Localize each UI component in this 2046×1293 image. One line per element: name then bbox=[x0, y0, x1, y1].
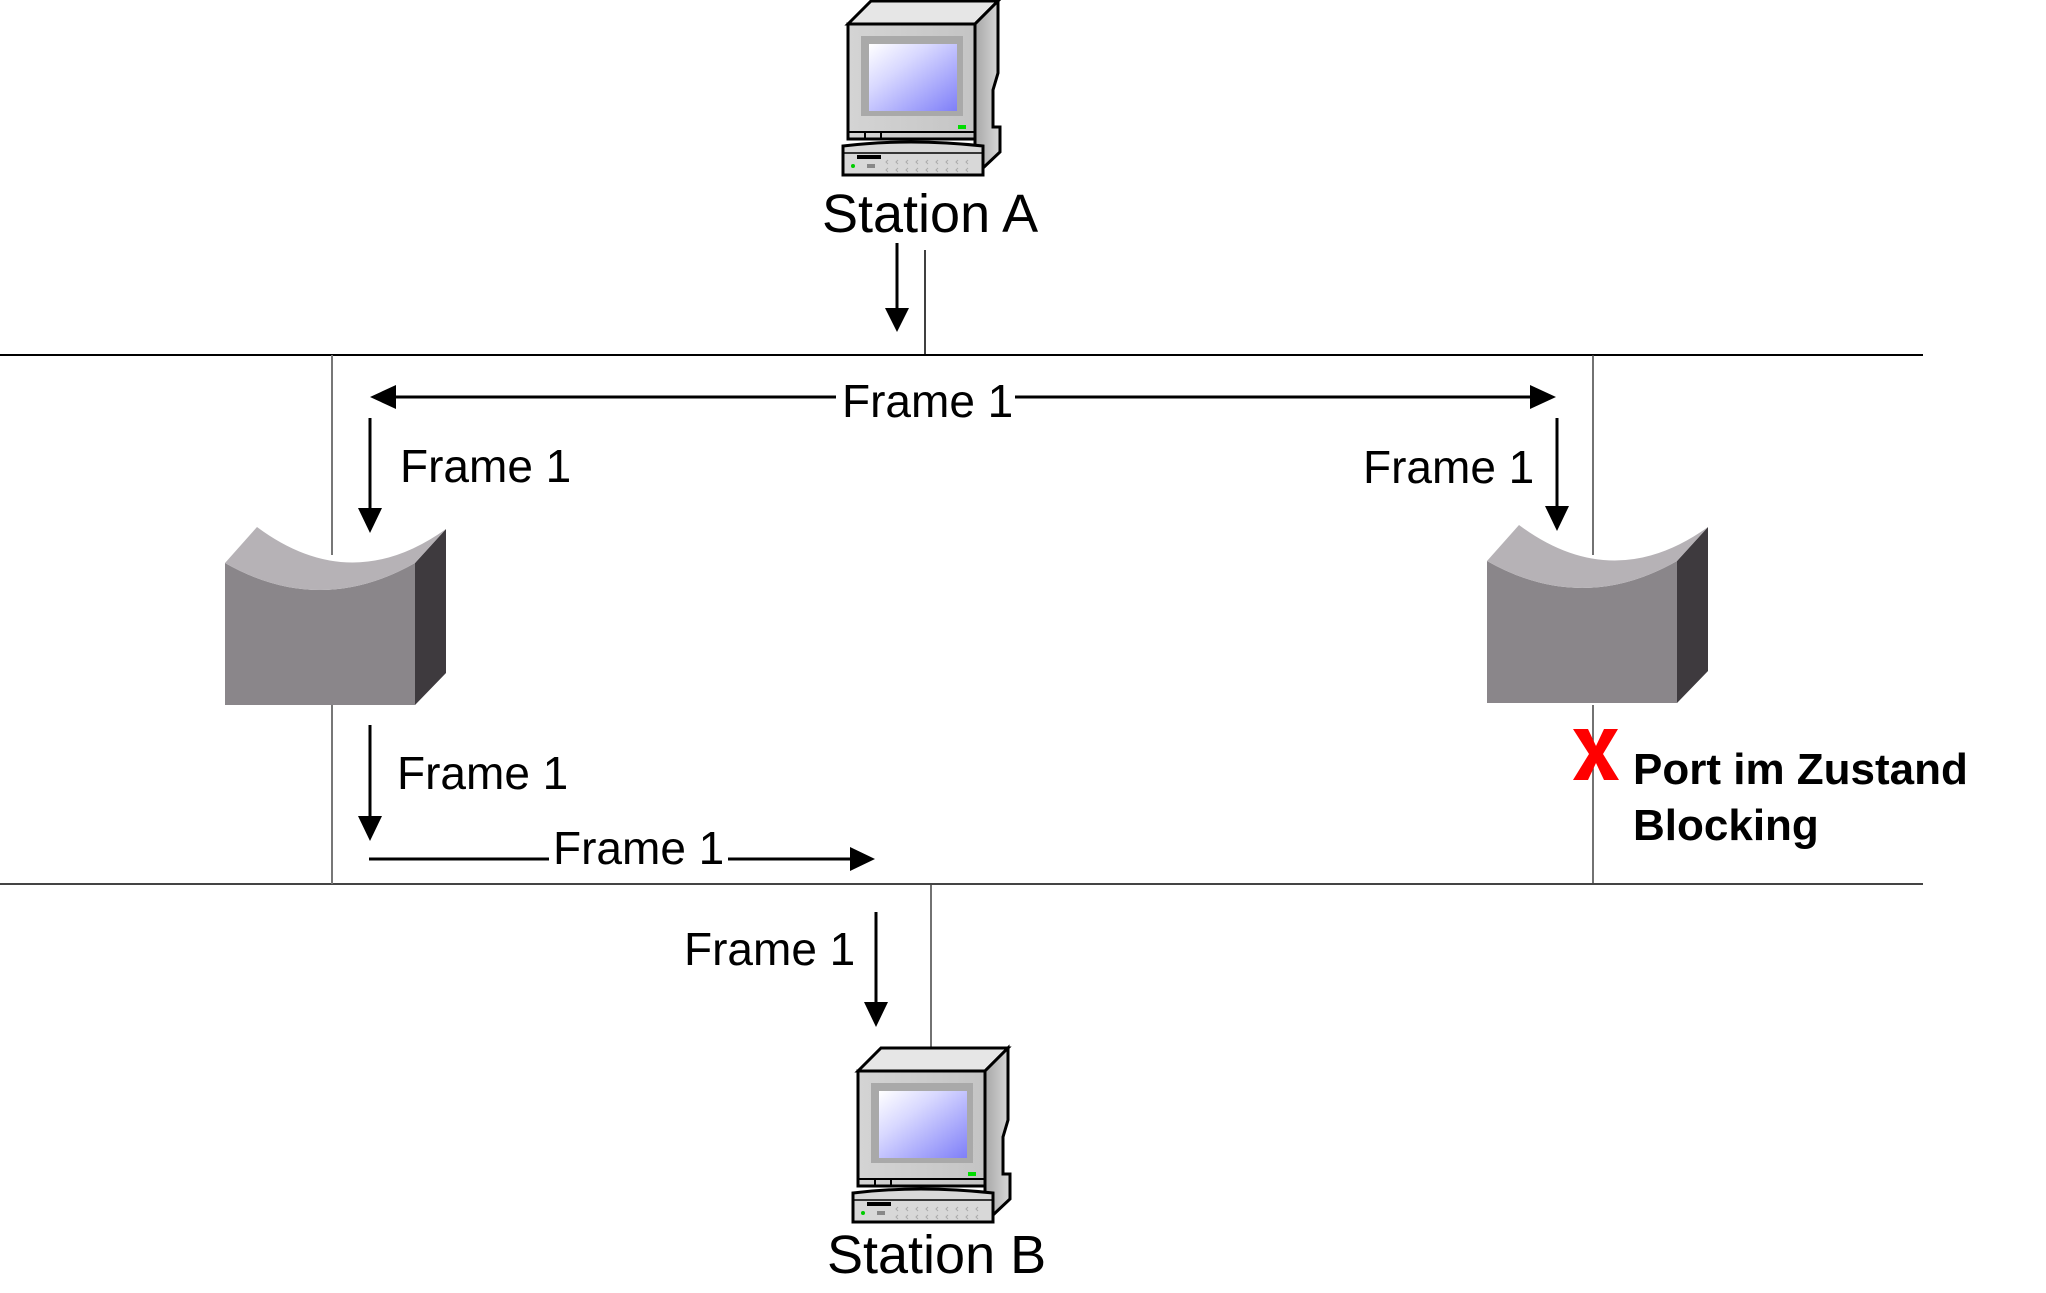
blocking-port[interactable]: Port im Zustand Blocking bbox=[1573, 729, 1968, 850]
frame-label-lower: Frame 1 bbox=[553, 822, 724, 874]
arrow-into-right-bridge bbox=[1545, 418, 1569, 531]
frame-label-right-in: Frame 1 bbox=[1363, 441, 1534, 493]
arrow-into-left-bridge bbox=[358, 418, 382, 533]
arrow-station-a-down bbox=[885, 243, 909, 332]
blocking-label-line1: Port im Zustand bbox=[1633, 745, 1968, 794]
frame-label-top: Frame 1 bbox=[842, 375, 1013, 427]
station-a[interactable]: Station A bbox=[822, 0, 1038, 244]
arrow-lower-horizontal bbox=[369, 847, 875, 871]
arrow-top-horizontal bbox=[370, 385, 1556, 409]
frame-label-to-b: Frame 1 bbox=[684, 923, 855, 975]
right-bridge-icon[interactable] bbox=[1487, 525, 1708, 703]
station-b-label: Station B bbox=[827, 1225, 1046, 1285]
frame-label-left-in: Frame 1 bbox=[400, 440, 571, 492]
arrow-out-of-left-bridge bbox=[358, 725, 382, 841]
blocking-label-line2: Blocking bbox=[1633, 801, 1819, 850]
blocked-x-icon bbox=[1573, 729, 1619, 780]
frame-label-left-out: Frame 1 bbox=[397, 747, 568, 799]
left-bridge-icon[interactable] bbox=[225, 527, 446, 705]
station-a-label: Station A bbox=[822, 184, 1038, 244]
computer-icon bbox=[841, 0, 1002, 177]
computer-icon bbox=[851, 1046, 1012, 1224]
arrow-to-station-b bbox=[864, 912, 888, 1027]
station-b[interactable]: Station B bbox=[827, 1046, 1046, 1285]
